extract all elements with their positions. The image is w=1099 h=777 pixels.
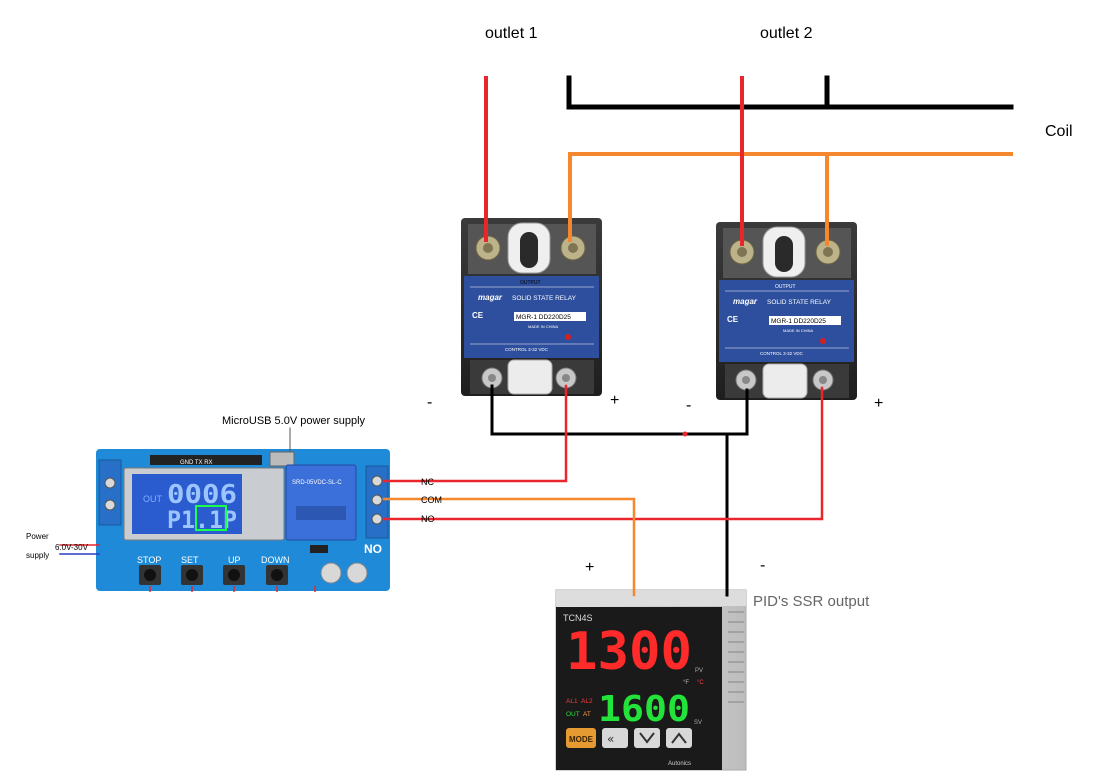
board-lcd-screen — [132, 474, 242, 534]
relay-timer-board: GND TX RX OUT 0006 P1.1P SRD-05VDC-SL-C … — [96, 449, 390, 592]
board-stop-button[interactable] — [139, 565, 161, 585]
solid-state-relay-2: OUTPUT magar SOLID STATE RELAY CE MGR-1 … — [716, 222, 857, 400]
ssr1-made-in: MADE IN CHINA — [528, 324, 559, 329]
outlet-1-label: outlet 1 — [485, 25, 538, 42]
pid-indicator-out: OUT — [566, 711, 580, 718]
pid-indicator-f: °F — [683, 680, 689, 686]
board-button-label-up: UP — [228, 555, 241, 565]
pid-minus-label: - — [760, 557, 765, 574]
board-terminal-com — [371, 494, 383, 506]
ssr2-plus-label: + — [874, 395, 883, 412]
wire-coil-ssr1 — [568, 152, 1013, 242]
pid-pv-unit: PV — [695, 668, 703, 674]
ssr2-output-terminal-left — [729, 239, 755, 265]
coil-label: Coil — [1045, 123, 1073, 140]
ssr2-model: MGR-1 DD220D25 — [771, 318, 826, 325]
ssr2-minus-label: - — [686, 397, 691, 414]
pid-ssr-output-label: PID's SSR output — [753, 593, 870, 610]
ssr2-control-terminal-minus — [735, 369, 757, 391]
board-no-label: NO — [364, 542, 382, 556]
ssr2-output-text: OUTPUT — [775, 284, 796, 290]
svg-text:SRD-05VDC-SL-C: SRD-05VDC-SL-C — [292, 480, 342, 486]
board-up-button[interactable] — [223, 565, 245, 585]
pid-up-button[interactable] — [666, 728, 692, 748]
wire-neutral-main — [566, 75, 1014, 110]
pid-mode-button[interactable]: MODE — [566, 728, 596, 748]
board-button-label-stop: STOP — [137, 555, 161, 565]
ssr1-ce-mark: CE — [472, 311, 484, 320]
ssr1-title: SOLID STATE RELAY — [512, 295, 577, 302]
ssr2-made-in: MADE IN CHINA — [783, 328, 814, 333]
ssr2-ce-mark: CE — [727, 315, 739, 324]
board-button-label-set: SET — [181, 555, 199, 565]
wires — [59, 75, 1014, 597]
ssr1-output-terminal-right — [560, 235, 586, 261]
wire-no-ssr2-plus — [382, 386, 824, 521]
ssr1-control-text: CONTROL 3-32 VDC — [505, 347, 549, 352]
up-icon — [671, 732, 687, 744]
pid-indicator-al2: AL2 — [581, 698, 593, 705]
board-lcd-out: OUT — [143, 494, 163, 504]
pid-down-button[interactable] — [634, 728, 660, 748]
pid-sv-unit: SV — [694, 720, 702, 726]
pid-pv-display: 1300 — [566, 622, 692, 682]
nc-label: NC — [421, 477, 434, 487]
pid-plus-label: + — [585, 559, 594, 576]
micro-usb-port — [269, 451, 295, 467]
ssr2-title: SOLID STATE RELAY — [767, 299, 832, 306]
pid-sv-display: 1600 — [598, 689, 690, 730]
power-label: Power — [26, 532, 49, 541]
ssr1-model: MGR-1 DD220D25 — [516, 314, 571, 321]
wire-nc-ssr1-plus — [382, 384, 568, 483]
pid-indicator-c: °C — [697, 680, 704, 686]
pid-indicator-at: AT — [583, 711, 591, 718]
board-button-label-down: DOWN — [261, 555, 290, 565]
pid-maker-label: Autonics — [668, 761, 691, 767]
shift-left-icon: « — [607, 732, 614, 746]
board-terminal-nc — [371, 475, 383, 487]
outlet-2-label: outlet 2 — [760, 25, 813, 42]
pid-shift-button[interactable]: « — [602, 728, 628, 748]
pid-mode-label: MODE — [569, 735, 594, 744]
ssr2-control-text: CONTROL 3-32 VDC — [760, 351, 804, 356]
supply-label: supply — [26, 551, 49, 560]
ssr1-brand: magar — [478, 293, 503, 302]
ssr1-control-terminal-plus — [555, 367, 577, 389]
no-label: NO — [421, 514, 435, 524]
com-label: COM — [421, 495, 442, 505]
board-header-pins: GND TX RX — [180, 460, 213, 466]
ssr1-plus-label: + — [610, 392, 619, 409]
ssr2-brand: magar — [733, 297, 758, 306]
power-range-label: 6.0V-30V — [55, 543, 89, 552]
ssr1-output-text: OUTPUT — [520, 280, 541, 286]
down-icon — [639, 732, 655, 744]
micro-usb-label: MicroUSB 5.0V power supply — [222, 415, 366, 427]
solid-state-relay-1: OUTPUT magar SOLID STATE RELAY CE MGR-1 … — [461, 218, 602, 396]
board-set-button[interactable] — [181, 565, 203, 585]
pid-indicator-al1: AL1 — [566, 698, 578, 705]
board-terminal-no — [371, 513, 383, 525]
pid-controller: TCN4S 1300 PV °F °C AL1 AL2 OUT AT 1600 … — [555, 589, 747, 771]
wire-ssr-negative-bus — [490, 384, 749, 436]
board-down-button[interactable] — [266, 565, 288, 585]
ssr1-minus-label: - — [427, 394, 432, 411]
pid-model-label: TCN4S — [563, 613, 593, 623]
wire-com-pid-plus — [382, 497, 636, 597]
